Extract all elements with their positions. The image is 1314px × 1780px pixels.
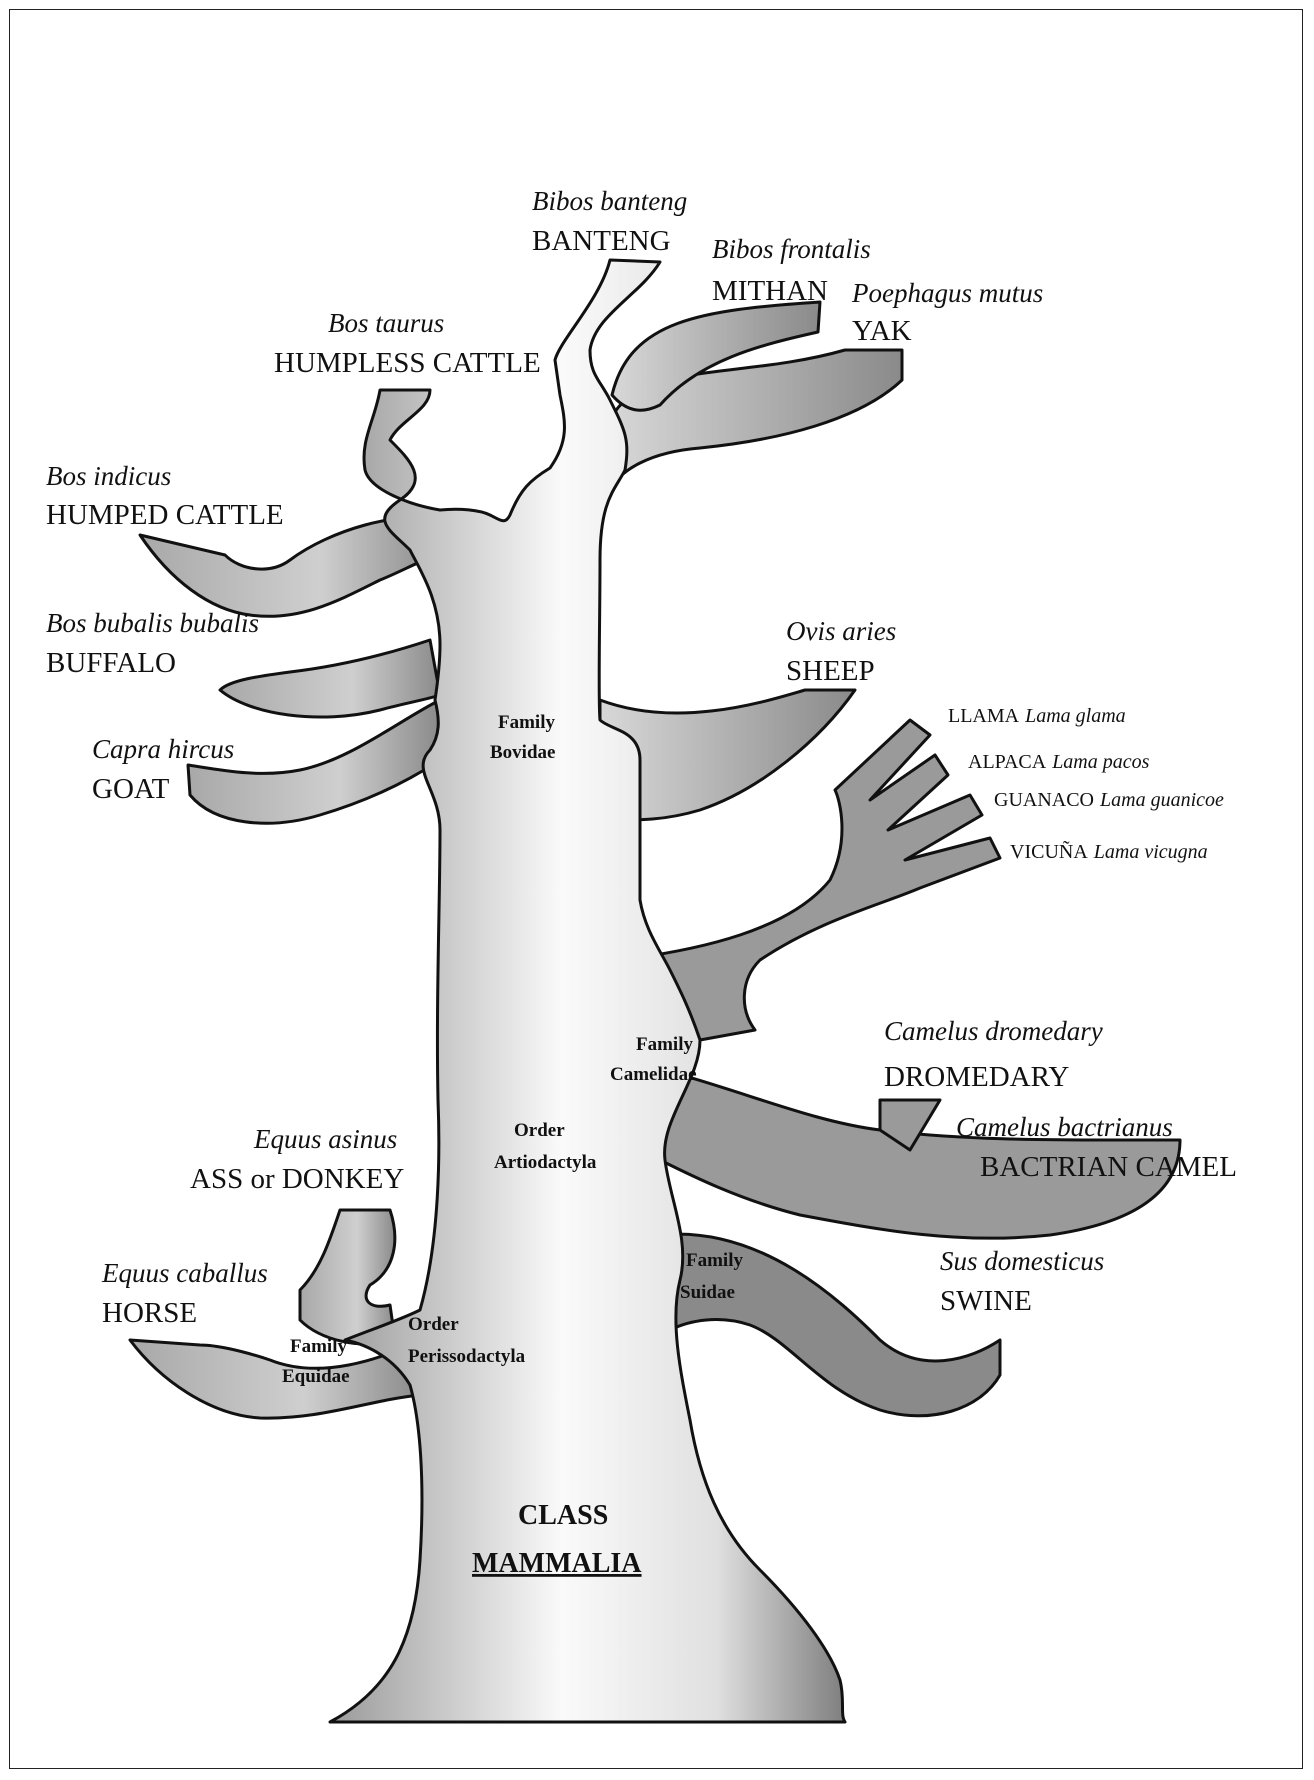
sheep-common: SHEEP: [786, 655, 875, 687]
mithan-latin: Bibos frontalis: [712, 234, 871, 264]
dromedary-common: DROMEDARY: [884, 1061, 1069, 1093]
order-perissodactyla-line1: Order: [408, 1314, 459, 1335]
family-camelidae-line1: Family: [636, 1034, 693, 1055]
goat-latin: Capra hircus: [92, 734, 234, 764]
banteng-common: BANTENG: [532, 225, 671, 257]
order-artiodactyla-line1: Order: [514, 1120, 565, 1141]
guanaco-common: GUANACO: [994, 789, 1094, 811]
buffalo-latin: Bos bubalis bubalis: [46, 608, 259, 638]
order-artiodactyla-line2: Artiodactyla: [494, 1152, 597, 1173]
humped-cattle-latin: Bos indicus: [46, 461, 171, 491]
donkey-common: ASS or DONKEY: [190, 1163, 404, 1195]
donkey-latin: Equus asinus: [253, 1124, 397, 1154]
class-label-line1: CLASS: [518, 1500, 608, 1531]
sheep-latin: Ovis aries: [786, 616, 896, 646]
buffalo-common: BUFFALO: [46, 647, 176, 679]
bactrian-common: BACTRIAN CAMEL: [980, 1151, 1237, 1183]
humpless-cattle-latin: Bos taurus: [328, 308, 444, 338]
vicuna-common: VICUÑA: [1010, 839, 1088, 863]
vicuna-latin: Lama vicugna: [1093, 841, 1208, 863]
bactrian-latin: Camelus bactrianus: [956, 1112, 1173, 1142]
family-bovidae-line2: Bovidae: [490, 742, 555, 763]
humped-cattle-common: HUMPED CATTLE: [46, 499, 284, 531]
swine-common: SWINE: [940, 1285, 1032, 1317]
horse-latin: Equus caballus: [101, 1258, 268, 1288]
horse-common: HORSE: [102, 1297, 197, 1329]
family-bovidae-line1: Family: [498, 712, 555, 733]
dromedary-latin: Camelus dromedary: [884, 1016, 1103, 1046]
llama-latin: Lama glama: [1024, 705, 1126, 727]
banteng-latin: Bibos banteng: [532, 186, 687, 216]
alpaca-latin: Lama pacos: [1051, 751, 1149, 773]
yak-common: YAK: [852, 315, 912, 347]
guanaco-latin: Lama guanicoe: [1099, 789, 1224, 811]
goat-common: GOAT: [92, 773, 170, 805]
branch-donkey: [300, 1210, 395, 1344]
family-camelidae-line2: Camelidae: [610, 1064, 697, 1085]
yak-latin: Poephagus mutus: [851, 278, 1043, 308]
family-equidae-line2: Equidae: [282, 1366, 350, 1387]
family-suidae-line2: Suidae: [680, 1282, 735, 1303]
family-equidae-line1: Family: [290, 1336, 347, 1357]
llama-common: LLAMA: [948, 705, 1020, 727]
family-suidae-line1: Family: [686, 1250, 743, 1271]
order-perissodactyla-line2: Perissodactyla: [408, 1346, 526, 1367]
swine-latin: Sus domesticus: [940, 1246, 1104, 1276]
alpaca-common: ALPACA: [968, 751, 1047, 773]
mithan-common: MITHAN: [712, 275, 828, 307]
branch-buffalo: [220, 640, 440, 717]
class-label-line2: MAMMALIA: [472, 1548, 642, 1579]
humpless-cattle-common: HUMPLESS CATTLE: [274, 347, 541, 379]
